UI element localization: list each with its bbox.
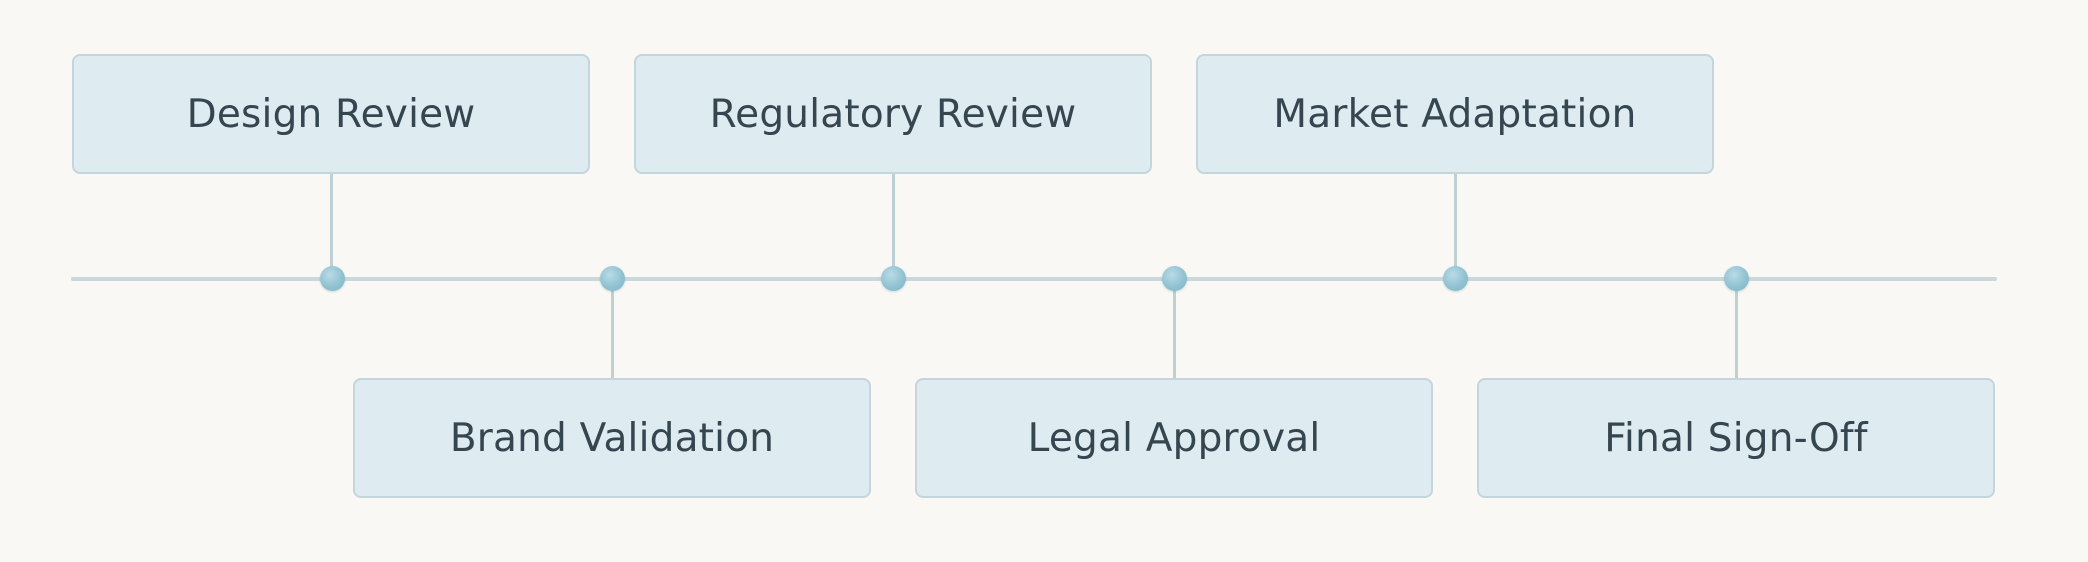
milestone-box-design-review: Design Review (72, 54, 590, 174)
milestone-label: Final Sign-Off (1604, 415, 1868, 461)
milestone-dot-final-sign-off (1724, 266, 1749, 291)
milestone-box-market-adaptation: Market Adaptation (1196, 54, 1714, 174)
connector-regulatory-review (892, 174, 895, 277)
connector-legal-approval (1173, 280, 1176, 378)
connector-design-review (330, 174, 333, 277)
milestone-box-regulatory-review: Regulatory Review (634, 54, 1152, 174)
connector-market-adaptation (1454, 174, 1457, 277)
milestone-label: Market Adaptation (1273, 91, 1637, 137)
milestone-label: Brand Validation (449, 415, 775, 461)
milestone-label: Design Review (186, 91, 476, 137)
milestone-box-final-sign-off: Final Sign-Off (1477, 378, 1995, 498)
milestone-dot-legal-approval (1162, 266, 1187, 291)
milestone-dot-brand-validation (600, 266, 625, 291)
timeline-axis (71, 277, 1997, 281)
milestone-box-legal-approval: Legal Approval (915, 378, 1433, 498)
milestone-dot-market-adaptation (1443, 266, 1468, 291)
connector-final-sign-off (1735, 280, 1738, 378)
milestone-label: Regulatory Review (709, 91, 1077, 137)
milestone-dot-design-review (320, 266, 345, 291)
milestone-box-brand-validation: Brand Validation (353, 378, 871, 498)
milestone-dot-regulatory-review (881, 266, 906, 291)
connector-brand-validation (611, 280, 614, 378)
milestone-label: Legal Approval (1027, 415, 1321, 461)
